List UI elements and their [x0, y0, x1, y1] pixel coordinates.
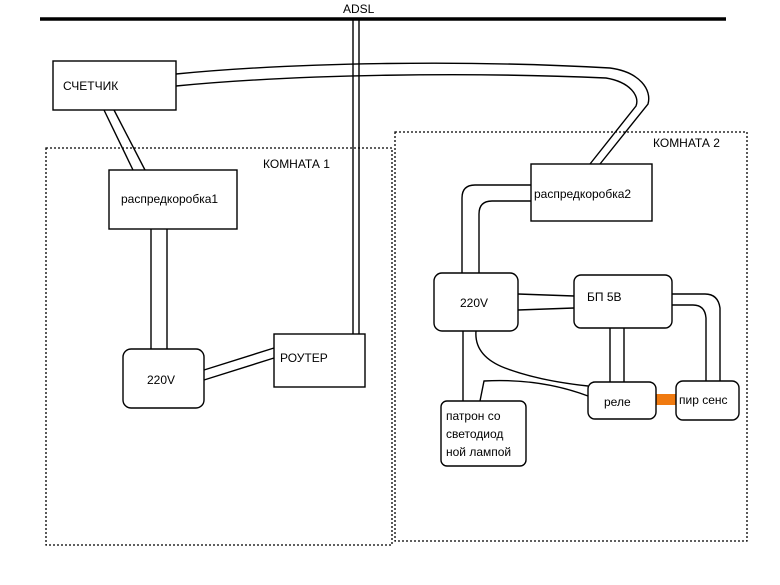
- lamp-label-line2: светодиод: [446, 427, 503, 441]
- junction-box-1: распредкоробка1: [108, 169, 238, 230]
- socket-room2: 220V: [433, 272, 519, 332]
- router-label: РОУТЕР: [280, 351, 328, 365]
- adsl-label: ADSL: [343, 2, 375, 16]
- cables: [103, 19, 721, 402]
- meter-box: СЧЕТЧИК: [52, 60, 177, 111]
- junction-box-2: распредкоробка2: [530, 163, 653, 222]
- pir-sensor-box: пир сенс: [675, 380, 740, 421]
- lamp-box: патрон со светодиод ной лампой: [440, 400, 527, 467]
- relay-label: реле: [604, 395, 631, 409]
- router-box: РОУТЕР: [273, 333, 366, 388]
- psu-label: БП 5В: [587, 290, 622, 304]
- junction1-label: распредкоробка1: [121, 192, 218, 206]
- meter-label: СЧЕТЧИК: [63, 79, 118, 93]
- relay-pir-link: [656, 394, 676, 405]
- pir-label: пир сенс: [679, 393, 728, 407]
- room2-outline: [394, 131, 748, 542]
- room1-label: КОМНАТА 1: [263, 157, 330, 171]
- psu-box: БП 5В: [573, 274, 673, 329]
- lamp-label-line1: патрон со: [446, 409, 501, 423]
- socket-room1: 220V: [122, 348, 205, 409]
- relay-box: реле: [587, 381, 657, 420]
- socket2-label: 220V: [460, 296, 488, 310]
- socket1-label: 220V: [147, 373, 175, 387]
- lamp-label-line3: ной лампой: [446, 445, 511, 459]
- room2-label: КОМНАТА 2: [653, 136, 720, 150]
- junction2-label: распредкоробка2: [534, 187, 631, 201]
- room1-outline: [45, 147, 393, 546]
